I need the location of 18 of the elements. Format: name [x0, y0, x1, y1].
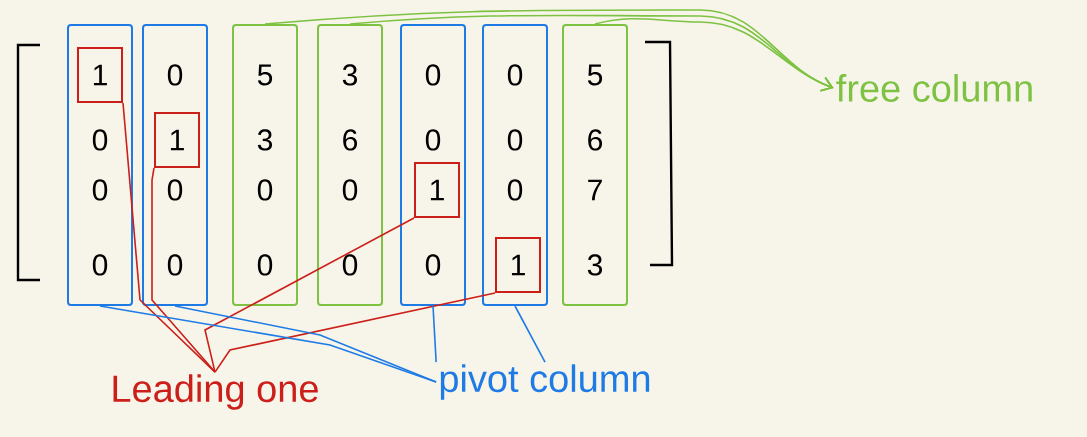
- column-box: 5 3 0 0: [232, 24, 298, 306]
- leading-one-box: 1: [495, 237, 541, 293]
- column-box: 5 6 7 3: [562, 24, 628, 306]
- leading-one-box: 1: [414, 162, 460, 218]
- leading-one-box: 1: [77, 47, 123, 103]
- leader-line: [122, 102, 216, 373]
- leader-line: [174, 305, 437, 383]
- leader-line: [514, 305, 546, 363]
- column-box: 3 6 0 0: [317, 24, 383, 306]
- leader-line: [432, 305, 437, 363]
- leader-line: [151, 167, 216, 373]
- annotation-label: free column: [836, 74, 1032, 102]
- leader-line: [594, 17, 834, 92]
- leader-line: [214, 292, 496, 373]
- leading-one-box: 1: [154, 112, 200, 168]
- leader-line: [204, 217, 415, 373]
- annotation-label: Leading one: [113, 374, 318, 410]
- annotation-label: pivot column: [440, 364, 650, 400]
